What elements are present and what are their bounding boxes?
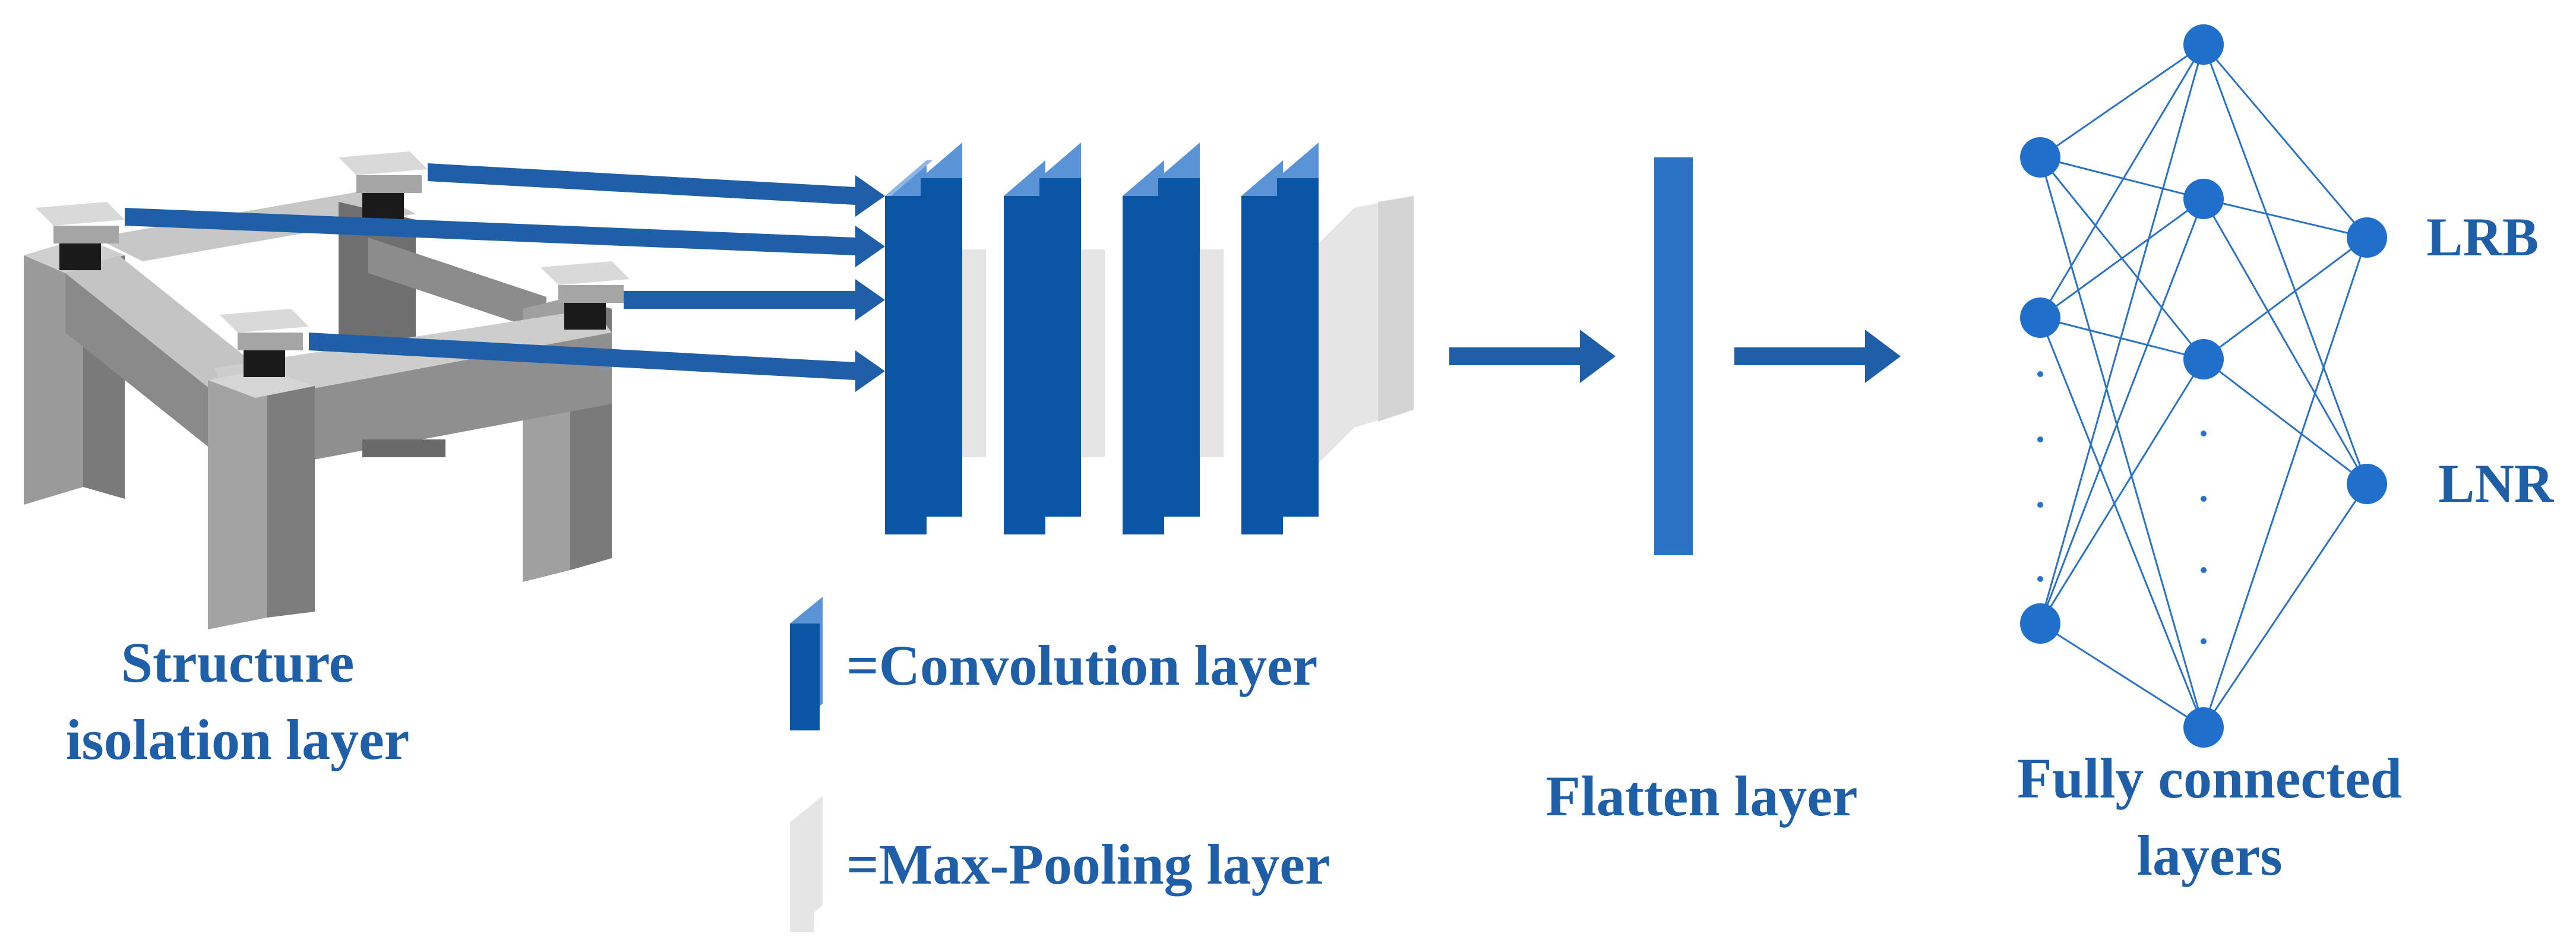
pooling-legend-label: =Max-Pooling layer xyxy=(846,833,1330,896)
neuron-icon xyxy=(2347,464,2387,504)
neuron-icon xyxy=(2183,707,2224,748)
conv-pool-stack xyxy=(885,143,1414,534)
output-label-lrb: LRB xyxy=(2426,207,2539,267)
arrow-icon xyxy=(1449,330,1616,383)
pool-block-icon xyxy=(1081,249,1105,457)
conv-block-icon xyxy=(885,143,962,534)
pool-legend-icon xyxy=(790,796,823,932)
bearing-icon xyxy=(339,151,428,220)
convolution-legend-label: =Convolution layer xyxy=(846,634,1318,697)
structure-label-line2: isolation layer xyxy=(65,708,410,771)
arrow-icon xyxy=(125,208,885,267)
fc-neurons xyxy=(2020,24,2387,748)
bearing-icon xyxy=(220,309,309,377)
fc-label-line2: layers xyxy=(2136,824,2283,887)
conv-block-icon xyxy=(1241,143,1319,534)
conv-block-icon xyxy=(1123,143,1200,534)
neuron-icon xyxy=(2183,24,2224,65)
neuron-icon xyxy=(2183,179,2224,219)
neuron-icon xyxy=(2020,137,2060,178)
bearing-icon xyxy=(36,202,125,270)
fc-connections xyxy=(2039,43,2368,729)
bearing-icon xyxy=(541,261,630,330)
neuron-icon xyxy=(2020,603,2060,644)
neuron-icon xyxy=(2183,339,2224,379)
neuron-icon xyxy=(2347,217,2387,258)
flatten-bar xyxy=(1654,157,1693,555)
output-label-lnr: LNR xyxy=(2438,453,2554,514)
conv-block-icon xyxy=(1004,143,1081,534)
pool-block-icon xyxy=(1200,249,1224,457)
arrow-icon xyxy=(1734,330,1901,383)
ellipsis-dots xyxy=(2037,371,2207,644)
fc-label-line1: Fully connected xyxy=(2017,746,2402,810)
pool-block-icon xyxy=(962,249,986,457)
arrow-icon xyxy=(428,163,885,217)
neuron-icon xyxy=(2020,298,2060,338)
pool-block-icon xyxy=(1319,196,1414,463)
arrow-icon xyxy=(624,279,885,321)
conv-legend-icon xyxy=(790,597,823,730)
input-arrows xyxy=(125,163,885,392)
structure-frame-illustration xyxy=(24,190,612,629)
structure-label-line1: Structure xyxy=(121,631,355,694)
arrow-icon xyxy=(309,333,885,392)
flatten-label: Flatten layer xyxy=(1545,764,1858,828)
